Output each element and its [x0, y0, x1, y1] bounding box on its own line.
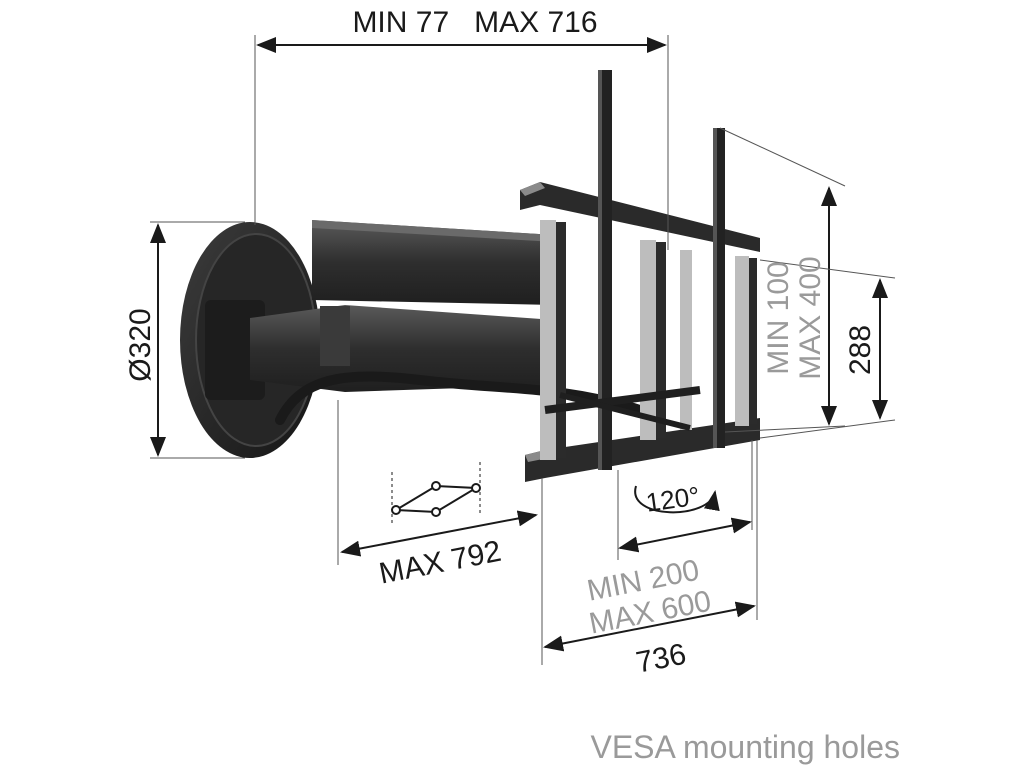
vesa-note-label: VESA mounting holes	[590, 729, 900, 765]
rotation-arrow	[634, 485, 720, 514]
tv-mount-illustration	[180, 70, 760, 525]
frame-height-label: 288	[844, 325, 877, 375]
tv-bracket	[520, 70, 760, 482]
rotation-label: 120°	[644, 480, 701, 517]
top-width-label: MIN 77 MAX 716	[352, 6, 597, 39]
upper-arm	[312, 220, 555, 305]
dimension-lines	[150, 35, 896, 665]
frame-width-label: 736	[633, 638, 688, 680]
vesa-vertical-max-label: MAX 400	[794, 256, 827, 379]
plate-diameter-label: Ø320	[124, 308, 157, 381]
scissor-arm-icon	[391, 462, 481, 525]
lower-arm	[250, 305, 555, 392]
vesa-vertical-min-label: MIN 100	[762, 261, 795, 374]
cable	[275, 371, 645, 425]
arm-extension-label: MAX 792	[376, 535, 503, 591]
